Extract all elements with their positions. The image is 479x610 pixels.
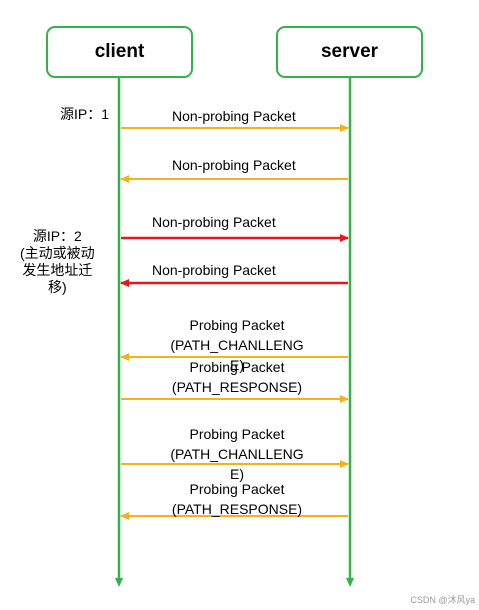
message-label-line: Non-probing Packet: [172, 108, 296, 124]
message-label-3: Non-probing Packet: [152, 212, 276, 232]
client-label: client: [94, 41, 145, 62]
message-label-line: Probing Packet: [189, 426, 285, 442]
message-label-line: Non-probing Packet: [152, 214, 276, 230]
message-label-5: Probing Packet (PATH_CHANLLENG E): [155, 315, 319, 375]
message-label-4: Non-probing Packet: [152, 260, 276, 280]
message-label-7: Probing Packet (PATH_CHANLLENG E): [155, 424, 319, 484]
message-label-line: Non-probing Packet: [152, 262, 276, 278]
source-ip-2-note: 源IP：2 (主动或被动 发生地址迁 移): [20, 228, 95, 295]
source-ip-1-note: 源IP：1: [60, 106, 110, 122]
message-label-line: (PATH_RESPONSE): [171, 501, 303, 517]
message-label-line: E): [230, 357, 244, 373]
message-label-line: Probing Packet: [189, 317, 285, 333]
server-participant-box: server: [276, 26, 423, 78]
message-label-line: Probing Packet: [189, 359, 285, 375]
message-label-1: Non-probing Packet: [172, 106, 296, 126]
client-participant-box: client: [46, 26, 193, 78]
message-label-line: E): [230, 466, 244, 482]
message-label-6: Probing Packet (PATH_RESPONSE): [155, 357, 319, 397]
message-label-8: Probing Packet (PATH_RESPONSE): [155, 479, 319, 519]
message-label-line: Probing Packet: [189, 481, 285, 497]
message-label-line: (PATH_CHANLLENG: [170, 337, 304, 353]
message-label-line: Non-probing Packet: [172, 157, 296, 173]
message-label-line: (PATH_RESPONSE): [171, 379, 303, 395]
message-label-2: Non-probing Packet: [172, 155, 296, 175]
message-label-line: (PATH_CHANLLENG: [170, 446, 304, 462]
watermark: CSDN @沐风ya: [410, 595, 475, 605]
server-label: server: [320, 41, 379, 62]
